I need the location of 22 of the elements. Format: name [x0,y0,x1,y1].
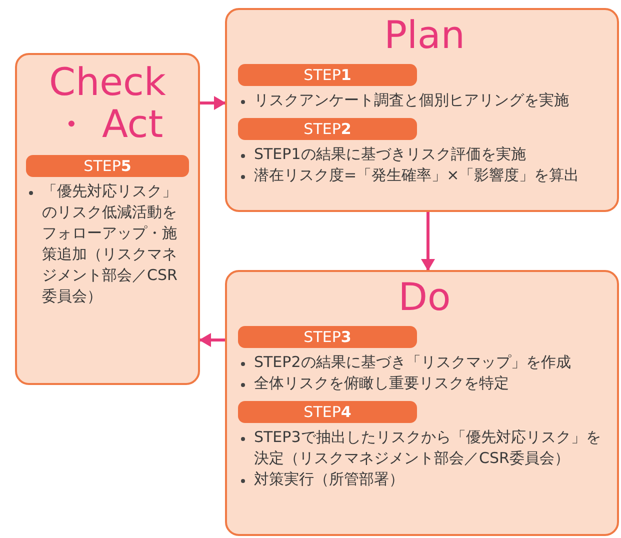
arrow [199,333,225,347]
step-pill: STEP1 [238,64,417,86]
phase-box [15,53,200,385]
bullet-text: リスクアンケート調査と個別ヒアリングを実施 [254,90,569,111]
arrow [200,96,226,110]
phase-title: Check ・ Act [48,61,167,145]
bullet-text: 潜在リスク度=「発生確率」×「影響度」を算出 [254,165,580,186]
bullet-text: STEP3で抽出したリスクから「優先対応リスク」を決定（リスクマネジメント部会／CSR委員会） [254,427,602,469]
step-pill: STEP5 [26,155,189,177]
phase-box [225,8,619,212]
step-pill: STEP3 [238,326,417,348]
bullet-text: 「優先対応リスク」のリスク低減活動をフォローアップ・施策追加（リスクマネジメント部会／CSR委員会） [42,181,178,307]
phase-box [225,270,619,536]
arrow [421,212,435,271]
phase-title: Plan [384,12,465,58]
step-pill: STEP4 [238,401,417,423]
phase-title: Do [398,274,451,320]
bullet-text: STEP2の結果に基づき「リスクマップ」を作成 [254,352,571,373]
step-pill: STEP2 [238,118,417,140]
bullet-text: STEP1の結果に基づきリスク評価を実施 [254,144,526,165]
bullet-text: 全体リスクを俯瞰し重要リスクを特定 [254,373,509,394]
bullet-text: 対策実行（所管部署） [254,469,404,490]
